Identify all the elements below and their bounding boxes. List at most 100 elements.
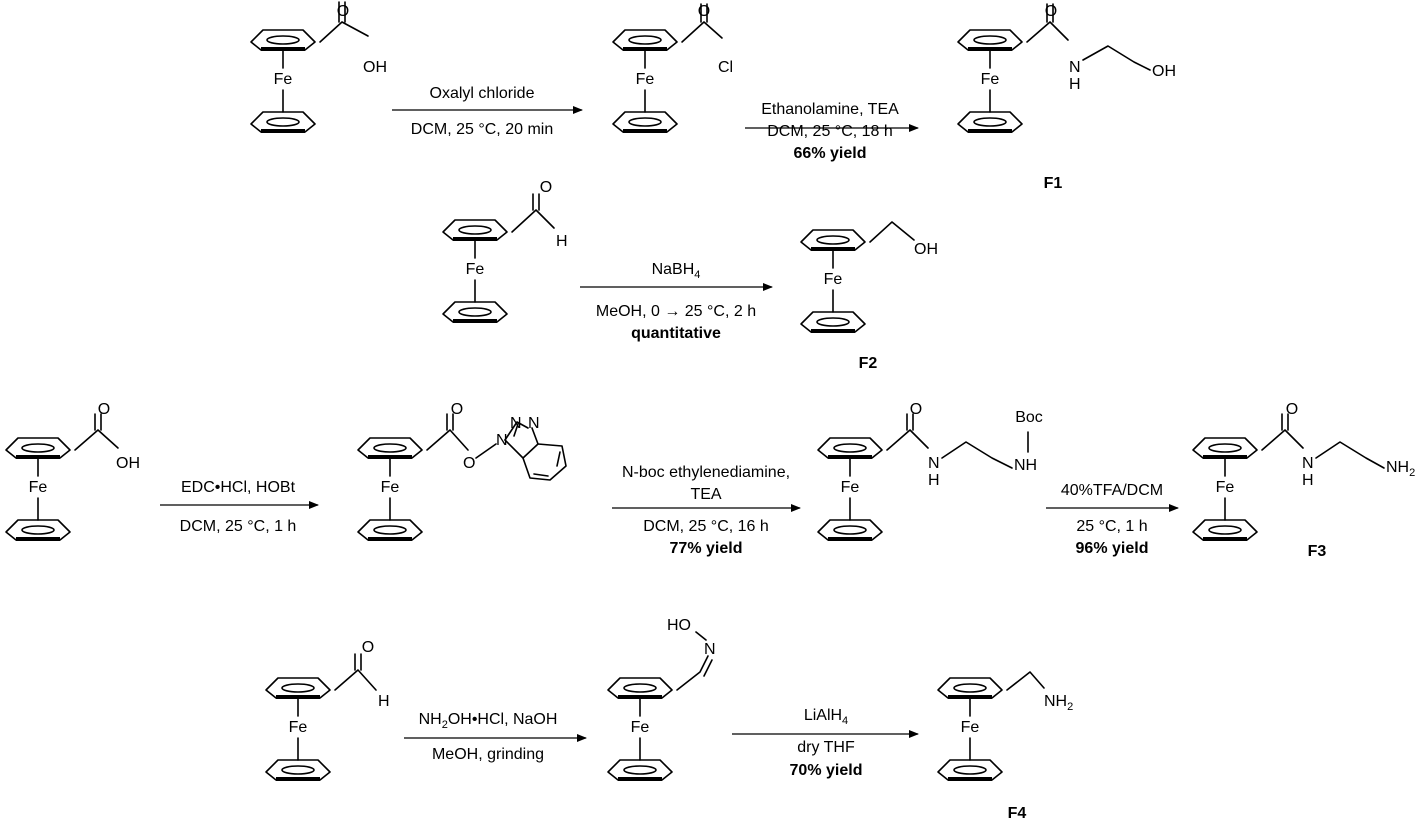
oxime-hydroxyl-label: HO — [667, 617, 691, 634]
carbonyl-oxygen-label: O — [98, 401, 110, 418]
ferrocene-core: Fe — [607, 677, 673, 781]
amide-nitrogen-label: N — [1069, 59, 1081, 76]
ferrocene-carboxaldehyde: Fe O H — [265, 639, 390, 781]
iron-label: Fe — [636, 71, 655, 88]
yield-label: 77% yield — [670, 540, 743, 557]
condition-label: DCM, 25 °C, 16 h — [643, 518, 769, 535]
cyclopentadienyl-ring — [937, 759, 1003, 781]
oxime-nitrogen-label: N — [704, 641, 716, 658]
aldehyde-hydrogen-label: H — [556, 233, 568, 250]
amine-label: NH2 — [1386, 459, 1415, 479]
compound-label-f4: F4 — [1008, 805, 1027, 822]
cyclopentadienyl-ring — [5, 519, 71, 541]
ferrocene-carboxylic-acid: Fe O OH — [250, 1, 387, 133]
yield-label: 96% yield — [1076, 540, 1149, 557]
ester-oxygen-label: O — [463, 455, 475, 472]
hydroxyl-label: OH — [1152, 63, 1176, 80]
iron-label: Fe — [841, 479, 860, 496]
reagent-label: NaBH4 — [652, 261, 701, 281]
cyclopentadienyl-ring — [817, 519, 883, 541]
cyclopentadienyl-ring — [250, 111, 316, 133]
hydroxyl-label: OH — [116, 455, 140, 472]
reagent-label: NH2OH•HCl, NaOH — [419, 711, 558, 731]
ferrocene-core: Fe — [442, 219, 508, 323]
carbonyl-oxygen-label: O — [337, 3, 349, 20]
aldehyde-hydrogen-label: H — [378, 693, 390, 710]
amide-hydrogen-label: H — [1069, 76, 1081, 93]
condition-label: dry THF — [797, 739, 855, 756]
cyclopentadienyl-ring — [937, 677, 1003, 699]
amide-nitrogen-label: N — [928, 455, 940, 472]
ferrocene-core: Fe — [5, 437, 71, 541]
carbonyl-oxygen-label: O — [698, 3, 710, 20]
condition-label: DCM, 25 °C, 20 min — [411, 121, 553, 138]
cyclopentadienyl-ring — [250, 29, 316, 51]
cyclopentadienyl-ring — [1192, 519, 1258, 541]
ferrocenoyl-chloride: Fe O Cl — [612, 3, 733, 133]
reagent-label: Ethanolamine, TEA — [761, 101, 899, 118]
iron-label: Fe — [961, 719, 980, 736]
reagent-label: TEA — [690, 486, 721, 503]
boc-protected-amide: Fe O N H NH Boc — [817, 401, 1043, 541]
ferrocene-core: Fe — [957, 29, 1023, 133]
ferrocene-core: Fe — [817, 437, 883, 541]
iron-label: Fe — [1216, 479, 1235, 496]
carbonyl-oxygen-label: O — [910, 401, 922, 418]
cyclopentadienyl-ring — [607, 759, 673, 781]
compound-f3: Fe O N H NH2 F3 — [1192, 401, 1415, 560]
carbonyl-oxygen-label: O — [1045, 3, 1057, 20]
amide-nitrogen-label: N — [1302, 455, 1314, 472]
cyclopentadienyl-ring — [800, 311, 866, 333]
amine-label: NH2 — [1044, 693, 1073, 713]
ferrocene-oxime: Fe N HO — [607, 617, 716, 781]
cyclopentadienyl-ring — [442, 219, 508, 241]
cyclopentadienyl-ring — [1192, 437, 1258, 459]
condition-label: DCM, 25 °C, 1 h — [180, 518, 297, 535]
iron-label: Fe — [289, 719, 308, 736]
compound-label-f2: F2 — [859, 355, 878, 372]
chlorine-label: Cl — [718, 59, 733, 76]
reagent-label: N-boc ethylenediamine, — [622, 464, 790, 481]
ferrocene-core: Fe — [265, 677, 331, 781]
cyclopentadienyl-ring — [442, 301, 508, 323]
reagent-label: EDC•HCl, HOBt — [181, 479, 296, 496]
carbamate-nh-label: NH — [1014, 457, 1037, 474]
iron-label: Fe — [824, 271, 843, 288]
hydroxyl-label: OH — [914, 241, 938, 258]
ferrocene-core: Fe — [1192, 437, 1258, 541]
compound-f1: Fe O N H OH F1 — [957, 3, 1176, 192]
cyclopentadienyl-ring — [265, 677, 331, 699]
cyclopentadienyl-ring — [957, 111, 1023, 133]
reagent-label: Oxalyl chloride — [430, 85, 535, 102]
ferrocene-carboxaldehyde: Fe O H — [442, 179, 568, 323]
yield-label: 70% yield — [790, 762, 863, 779]
condition-label: MeOH, grinding — [432, 746, 544, 763]
amide-hydrogen-label: H — [1302, 472, 1314, 489]
boc-label: Boc — [1015, 409, 1043, 426]
condition-label: 25 °C, 1 h — [1076, 518, 1147, 535]
triazole-n1-label: N — [496, 432, 508, 449]
reagent-label: LiAlH4 — [804, 707, 848, 727]
hobt-active-ester: Fe O O N N N — [357, 401, 567, 541]
cyclopentadienyl-ring — [957, 29, 1023, 51]
condition-label: MeOH, 0 → 25 °C, 2 h — [596, 303, 756, 320]
compound-label-f1: F1 — [1044, 175, 1063, 192]
compound-f4: Fe NH2 F4 — [937, 671, 1073, 822]
iron-label: Fe — [981, 71, 1000, 88]
triazole-n3-label: N — [528, 415, 540, 432]
compound-f2: Fe OH F2 — [800, 221, 938, 372]
ferrocene-core: Fe — [937, 677, 1003, 781]
cyclopentadienyl-ring — [612, 111, 678, 133]
iron-label: Fe — [274, 71, 293, 88]
condition-label: DCM, 25 °C, 18 h — [767, 123, 893, 140]
iron-label: Fe — [381, 479, 400, 496]
iron-label: Fe — [29, 479, 48, 496]
iron-label: Fe — [466, 261, 485, 278]
cyclopentadienyl-ring — [817, 437, 883, 459]
cyclopentadienyl-ring — [612, 29, 678, 51]
cyclopentadienyl-ring — [357, 519, 423, 541]
yield-label: 66% yield — [794, 145, 867, 162]
ferrocene-core: Fe — [250, 29, 316, 133]
iron-label: Fe — [631, 719, 650, 736]
